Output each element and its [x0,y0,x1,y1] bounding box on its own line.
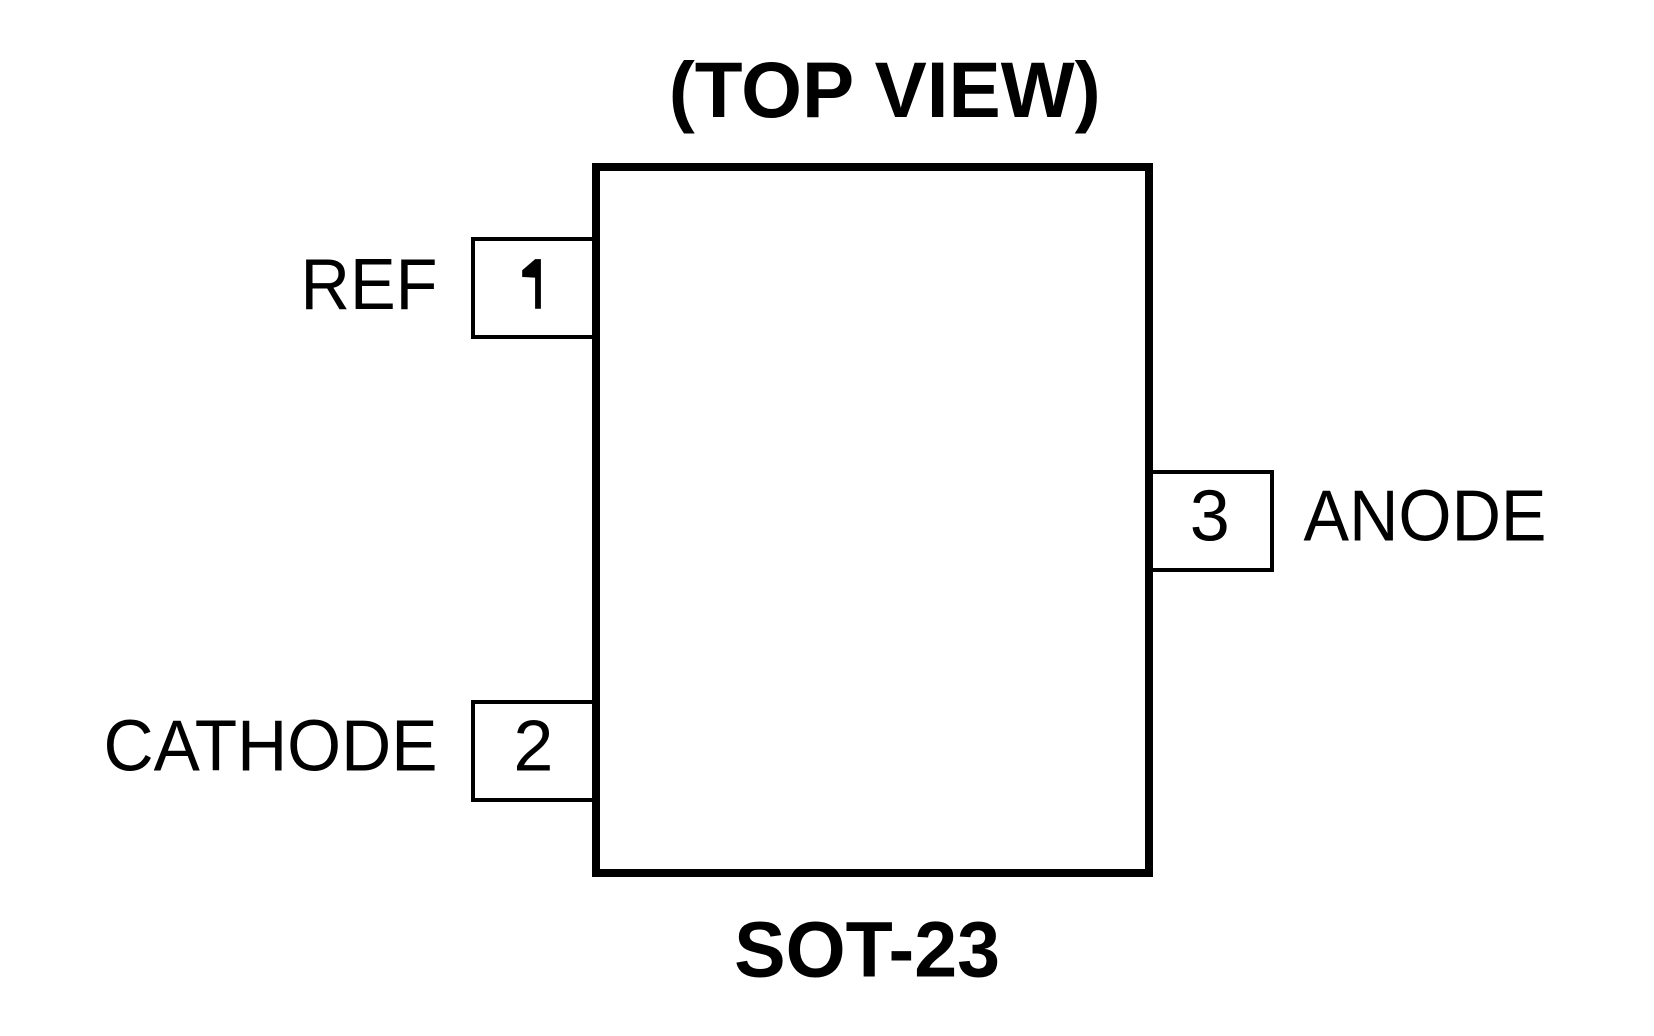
svg-text:2: 2 [513,707,553,787]
svg-text:CATHODE: CATHODE [104,707,438,787]
svg-text:REF: REF [301,245,438,325]
svg-text:3: 3 [1190,477,1230,557]
svg-text:(TOP VIEW): (TOP VIEW) [669,45,1101,134]
svg-text:SOT-23: SOT-23 [734,904,1000,993]
svg-text:ANODE: ANODE [1304,477,1547,557]
